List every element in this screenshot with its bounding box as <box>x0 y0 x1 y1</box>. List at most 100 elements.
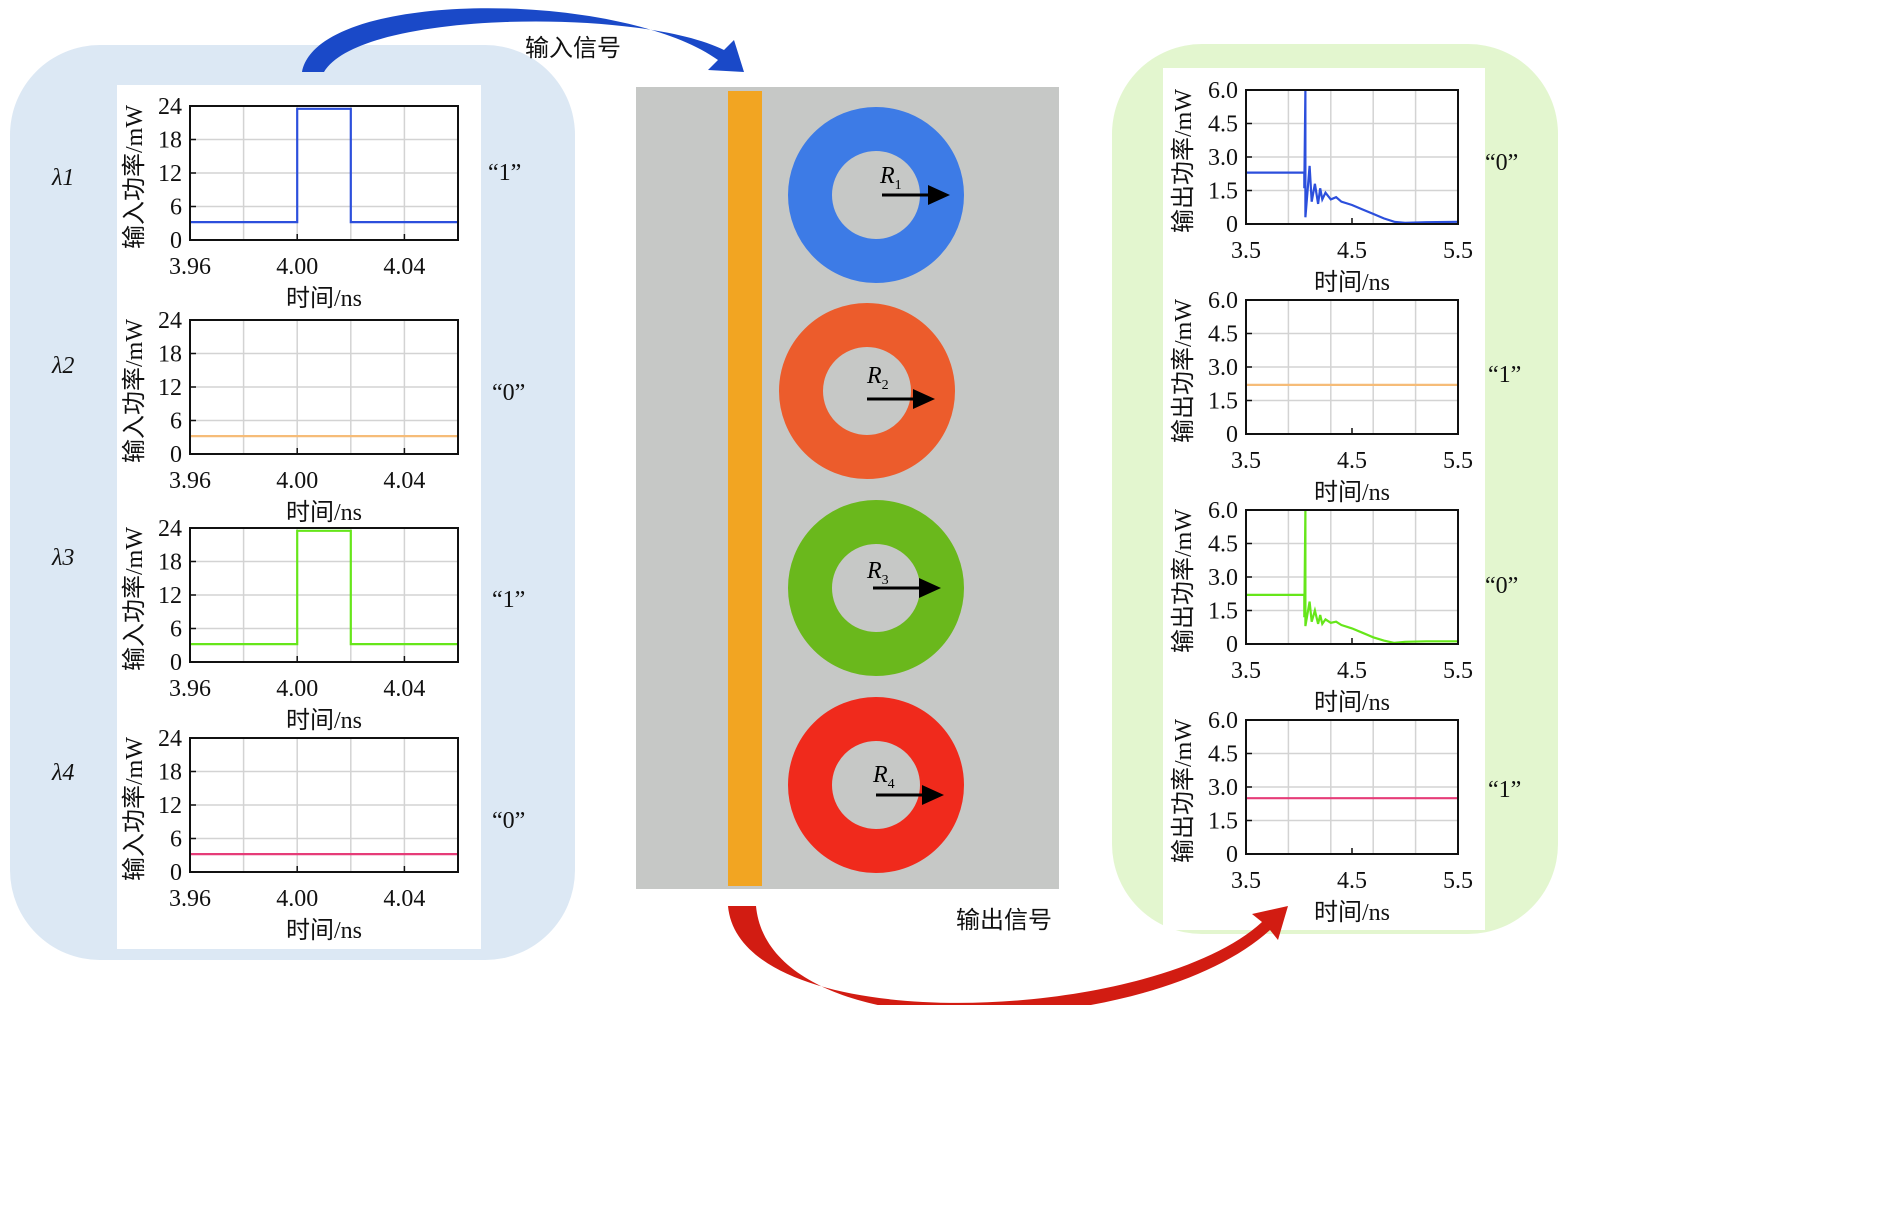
y-axis-label: 输入功率/mW <box>121 319 148 463</box>
input-bit-label-3: “1” <box>492 587 526 613</box>
x-axis-label: 时间/ns <box>286 499 362 526</box>
y-tick-label: 18 <box>158 342 182 368</box>
y-tick-label: 4.5 <box>1208 322 1238 348</box>
y-tick-label: 4.5 <box>1208 112 1238 138</box>
y-tick-label: 24 <box>158 726 182 752</box>
y-tick-label: 3.0 <box>1208 355 1238 381</box>
x-axis-label: 时间/ns <box>1314 899 1390 926</box>
x-axis-label: 时间/ns <box>286 917 362 944</box>
x-tick-label: 4.04 <box>383 886 425 912</box>
x-tick-label: 5.5 <box>1443 448 1473 474</box>
x-tick-label: 3.96 <box>169 676 211 702</box>
x-tick-label: 4.04 <box>383 468 425 494</box>
x-axis-label: 时间/ns <box>286 707 362 734</box>
y-tick-label: 0 <box>170 442 182 468</box>
y-tick-label: 4.5 <box>1208 532 1238 558</box>
input-signal-label: 输入信号 <box>525 36 621 62</box>
x-tick-label: 5.5 <box>1443 238 1473 264</box>
y-tick-label: 6 <box>170 409 182 435</box>
y-axis-label: 输入功率/mW <box>121 527 148 671</box>
y-tick-label: 3.0 <box>1208 565 1238 591</box>
x-axis-label: 时间/ns <box>1314 689 1390 716</box>
x-tick-label: 4.5 <box>1337 238 1367 264</box>
ring-radius-label-3: R3 <box>866 558 889 588</box>
y-tick-label: 6 <box>170 827 182 853</box>
y-tick-label: 12 <box>158 375 182 401</box>
x-tick-label: 4.00 <box>276 254 318 280</box>
y-tick-label: 1.5 <box>1208 389 1238 415</box>
y-tick-label: 6.0 <box>1208 708 1238 734</box>
ring-4 <box>788 697 964 873</box>
x-tick-label: 3.5 <box>1231 868 1261 894</box>
y-tick-label: 6 <box>170 617 182 643</box>
y-tick-label: 3.0 <box>1208 145 1238 171</box>
x-axis-label: 时间/ns <box>1314 269 1390 296</box>
radius-arrow-4 <box>876 785 944 805</box>
x-tick-label: 5.5 <box>1443 658 1473 684</box>
x-tick-label: 4.5 <box>1337 868 1367 894</box>
x-axis-label: 时间/ns <box>1314 479 1390 506</box>
y-axis-label: 输出功率/mW <box>1170 89 1197 233</box>
ring-radius-label-1: R1 <box>879 163 902 193</box>
series-line <box>1246 89 1459 225</box>
y-axis-label: 输出功率/mW <box>1170 719 1197 863</box>
wavelength-label-1: λ1 <box>52 165 75 191</box>
ring-radius-label-4: R4 <box>872 762 895 792</box>
x-axis-label: 时间/ns <box>286 285 362 312</box>
y-tick-label: 0 <box>1226 632 1238 658</box>
y-tick-label: 0 <box>170 860 182 886</box>
y-tick-label: 0 <box>170 650 182 676</box>
input-bit-label-1: “1” <box>488 160 522 186</box>
x-tick-label: 4.04 <box>383 676 425 702</box>
x-tick-label: 4.5 <box>1337 448 1367 474</box>
wavelength-label-2: λ2 <box>52 353 75 379</box>
output-signal-label: 输出信号 <box>956 908 1052 934</box>
y-axis-label: 输出功率/mW <box>1170 509 1197 653</box>
y-tick-label: 1.5 <box>1208 599 1238 625</box>
y-tick-label: 6.0 <box>1208 498 1238 524</box>
y-tick-label: 24 <box>158 516 182 542</box>
input-bit-label-2: “0” <box>492 380 526 406</box>
ring-radius-label-2: R2 <box>866 363 889 393</box>
series-line <box>190 107 458 224</box>
x-tick-label: 4.00 <box>276 676 318 702</box>
y-tick-label: 24 <box>158 308 182 334</box>
series-line <box>1246 509 1458 645</box>
x-tick-label: 3.96 <box>169 468 211 494</box>
x-tick-label: 3.5 <box>1231 658 1261 684</box>
y-tick-label: 6.0 <box>1208 78 1238 104</box>
y-tick-label: 6.0 <box>1208 288 1238 314</box>
x-tick-label: 4.00 <box>276 886 318 912</box>
y-tick-label: 3.0 <box>1208 775 1238 801</box>
input-bit-label-4: “0” <box>492 808 526 834</box>
y-tick-label: 4.5 <box>1208 742 1238 768</box>
ring-3 <box>788 500 964 676</box>
ring-2 <box>779 303 955 479</box>
x-tick-label: 5.5 <box>1443 868 1473 894</box>
bus-waveguide <box>728 91 762 886</box>
x-tick-label: 4.04 <box>383 254 425 280</box>
y-axis-label: 输出功率/mW <box>1170 299 1197 443</box>
radius-arrow-2 <box>867 389 935 409</box>
y-tick-label: 6 <box>170 195 182 221</box>
output-bit-label-1: “0” <box>1485 150 1519 176</box>
y-tick-label: 24 <box>158 94 182 120</box>
y-axis-label: 输入功率/mW <box>121 105 148 249</box>
x-tick-label: 4.00 <box>276 468 318 494</box>
x-tick-label: 3.5 <box>1231 238 1261 264</box>
x-tick-label: 3.96 <box>169 886 211 912</box>
series-line <box>190 529 458 646</box>
y-tick-label: 12 <box>158 583 182 609</box>
y-tick-label: 12 <box>158 161 182 187</box>
x-tick-label: 3.5 <box>1231 448 1261 474</box>
y-tick-label: 1.5 <box>1208 179 1238 205</box>
output-arrow <box>728 906 1288 1005</box>
device-substrate <box>636 87 1059 889</box>
